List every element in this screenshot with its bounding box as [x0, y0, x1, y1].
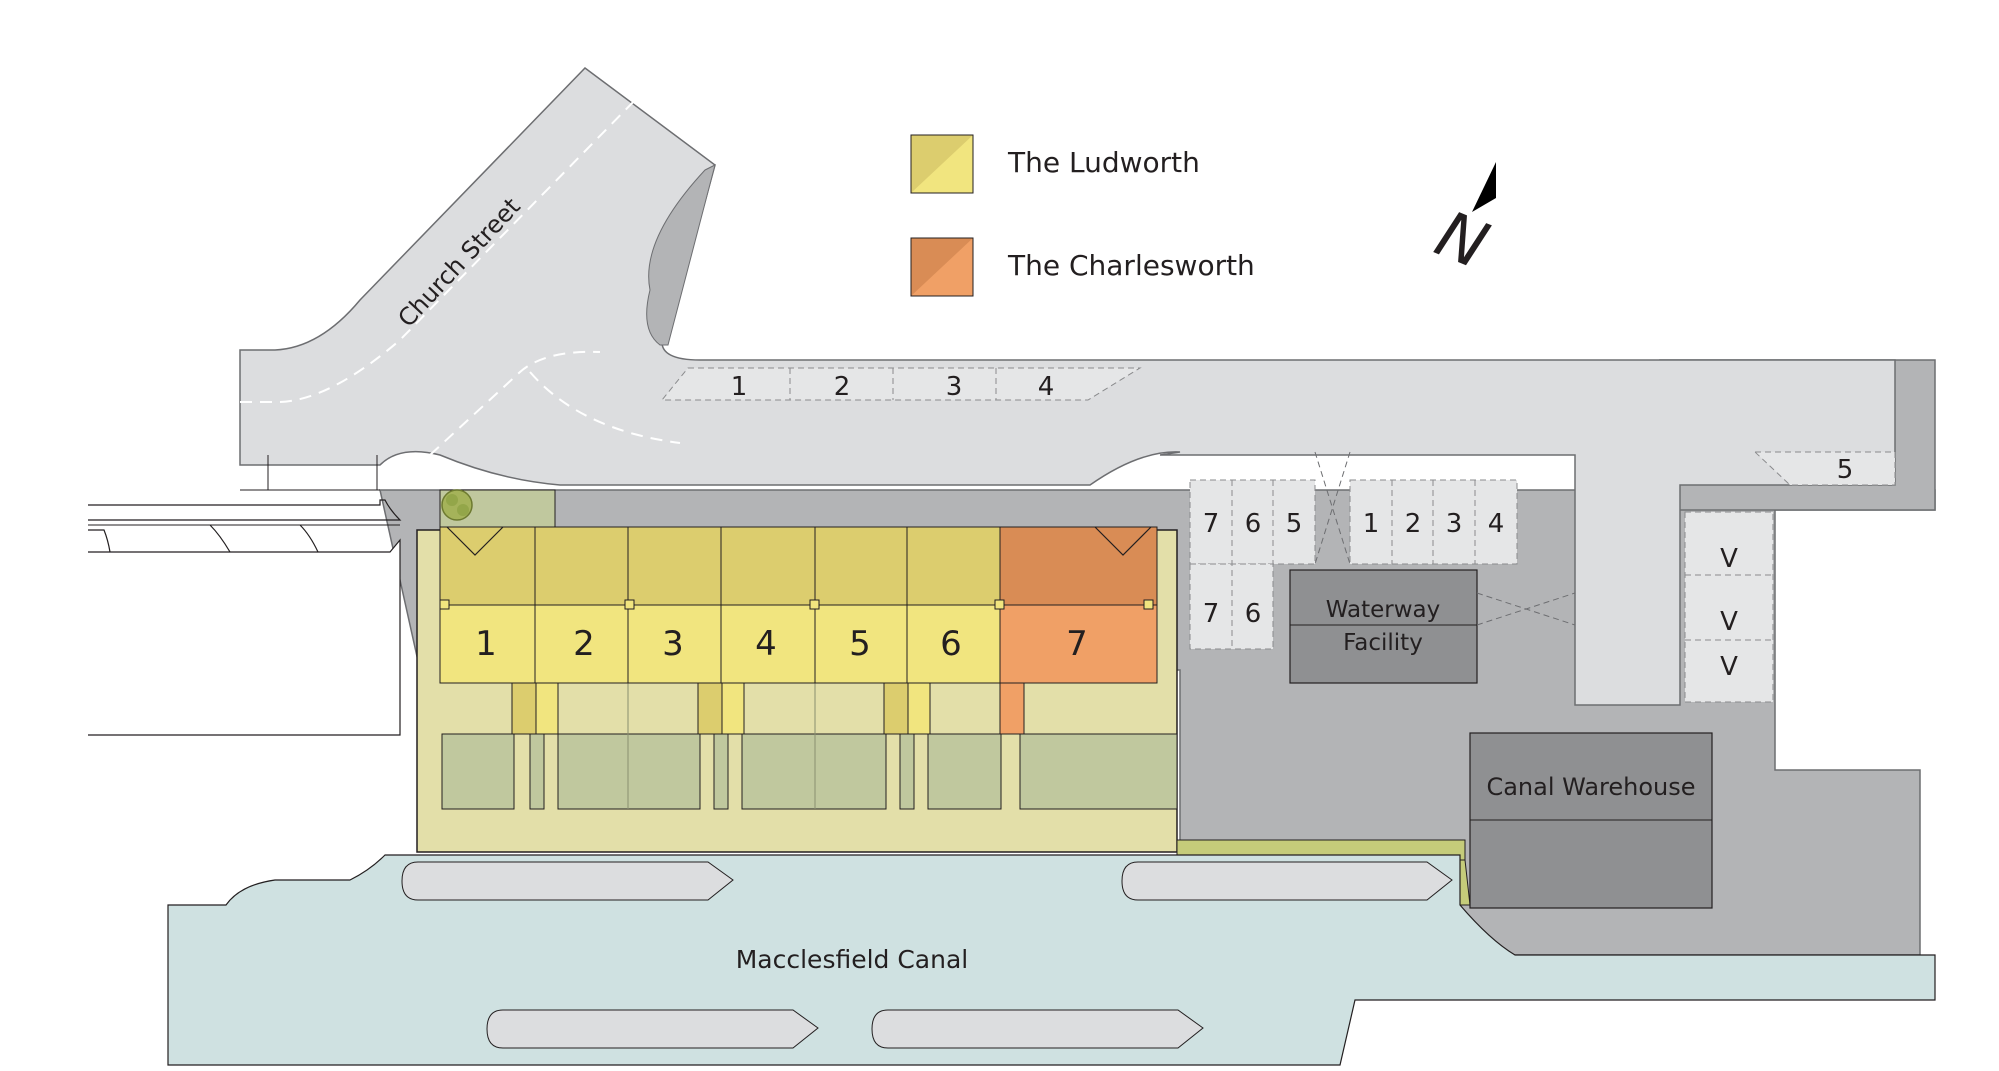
- parking-mid-left-7b: 7: [1203, 599, 1220, 629]
- parking-visitor-3: V: [1720, 652, 1738, 682]
- unit-label-7: 7: [1066, 624, 1088, 664]
- parking-labels: 1 2 3 4 5 7 6 5 7 6 1 2 3 4 V V V: [731, 372, 1854, 682]
- macclesfield-canal: [167, 854, 1936, 1066]
- parking-mid-left-5: 5: [1286, 509, 1303, 539]
- parking-top-3: 3: [946, 372, 963, 402]
- houses-terrace: [439, 526, 1158, 735]
- legend-swatch-ludworth: [910, 134, 974, 194]
- waterway-label-line2: Facility: [1343, 630, 1423, 656]
- canal-label: Macclesfield Canal: [736, 945, 969, 974]
- compass-letter: N: [1426, 198, 1498, 285]
- unit-label-6: 6: [940, 624, 962, 664]
- parking-top-2: 2: [834, 372, 851, 402]
- gardens: [441, 680, 1178, 810]
- tree-icon: [441, 489, 473, 521]
- legend-label-ludworth: The Ludworth: [1007, 146, 1200, 179]
- parking-bay-5: 5: [1837, 455, 1854, 485]
- legend-label-charlesworth: The Charlesworth: [1007, 249, 1255, 282]
- parking-mid-left-7: 7: [1203, 509, 1220, 539]
- unit-label-5: 5: [849, 624, 871, 664]
- waterway-facility: [1289, 569, 1478, 684]
- parking-mid-left-6b: 6: [1245, 599, 1262, 629]
- hatched-areas: [1314, 451, 1576, 626]
- parking-visitor-2: V: [1720, 607, 1738, 637]
- unit-label-1: 1: [475, 624, 497, 664]
- parking-mid-right-4: 4: [1488, 509, 1505, 539]
- parking-visitor-1: V: [1720, 544, 1738, 574]
- canal-warehouse-label: Canal Warehouse: [1486, 773, 1695, 801]
- legend: The Ludworth The Charlesworth: [910, 134, 1255, 297]
- parking-mid-right-3: 3: [1446, 509, 1463, 539]
- north-arrow-icon: N: [1426, 162, 1498, 284]
- unit-label-2: 2: [573, 624, 595, 664]
- legend-swatch-charlesworth: [910, 237, 974, 297]
- unit-label-4: 4: [755, 624, 777, 664]
- parking-top-4: 4: [1038, 372, 1055, 402]
- neighbor-building: [88, 499, 402, 736]
- unit-label-3: 3: [662, 624, 684, 664]
- unit-labels: 1 2 3 4 5 6 7: [475, 624, 1088, 664]
- parking-top-1: 1: [731, 372, 748, 402]
- parking-mid-left-6: 6: [1245, 509, 1262, 539]
- parking-mid-right-2: 2: [1405, 509, 1422, 539]
- canal-warehouse: [1469, 732, 1713, 909]
- parking-bays: [660, 367, 1896, 703]
- parking-mid-right-1: 1: [1363, 509, 1380, 539]
- waterway-label-line1: Waterway: [1326, 597, 1441, 623]
